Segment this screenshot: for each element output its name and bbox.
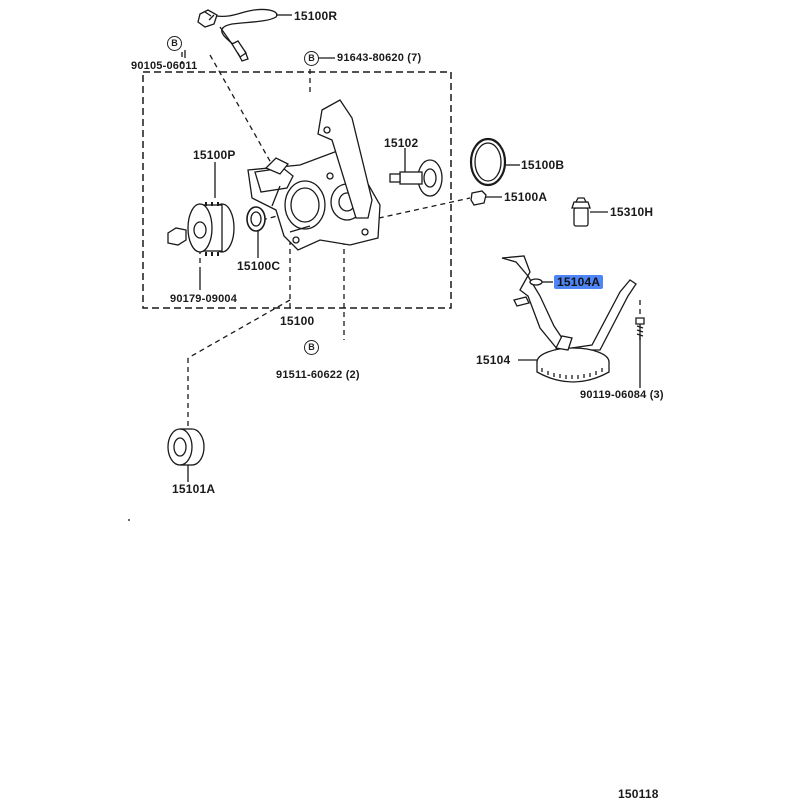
part-label-15100P[interactable]: 15100P bbox=[193, 148, 236, 162]
oil-seal-15101A bbox=[167, 428, 205, 466]
part-label-90105-06011[interactable]: 90105-06011 bbox=[131, 60, 198, 72]
part-label-15100[interactable]: 15100 bbox=[280, 314, 315, 328]
oil-strainer-15104 bbox=[501, 255, 637, 383]
part-label-91643-80620[interactable]: 91643-80620 (7) bbox=[337, 52, 422, 64]
part-label-90179-09004[interactable]: 90179-09004 bbox=[170, 293, 238, 305]
plug-15100A bbox=[470, 190, 487, 206]
part-label-91511-60622[interactable]: 91511-60622 (2) bbox=[276, 369, 360, 381]
plug-15310H bbox=[571, 197, 591, 227]
part-label-15100B[interactable]: 15100B bbox=[521, 158, 565, 172]
part-label-90119-06084[interactable]: 90119-06084 (3) bbox=[580, 389, 664, 401]
seal-15100C bbox=[246, 206, 266, 232]
o-ring-15100B bbox=[469, 137, 507, 187]
bolt-90119 bbox=[635, 317, 645, 340]
part-label-15100A[interactable]: 15100A bbox=[504, 190, 548, 204]
assembly-border bbox=[142, 71, 452, 309]
bolt-marker-icon: B bbox=[304, 51, 319, 66]
oil-pump-body bbox=[247, 99, 381, 251]
part-label-15100C[interactable]: 15100C bbox=[237, 259, 281, 273]
sensor-wire-harness bbox=[197, 8, 292, 62]
part-label-15102[interactable]: 15102 bbox=[384, 136, 419, 150]
part-label-15100R[interactable]: 15100R bbox=[294, 9, 338, 23]
bolt-marker-icon: B bbox=[167, 36, 182, 51]
leader-lines bbox=[181, 52, 641, 428]
part-label-15104A-highlighted[interactable]: 15104A bbox=[554, 275, 604, 289]
part-label-15310H[interactable]: 15310H bbox=[610, 205, 654, 219]
part-label-15101A[interactable]: 15101A bbox=[172, 482, 216, 496]
bolt-marker-icon: B bbox=[304, 340, 319, 355]
relief-valve-plug bbox=[389, 159, 443, 197]
rotor-gear-15100P bbox=[167, 202, 235, 256]
figure-number: 150118 bbox=[618, 787, 659, 801]
part-label-15104[interactable]: 15104 bbox=[476, 353, 511, 367]
